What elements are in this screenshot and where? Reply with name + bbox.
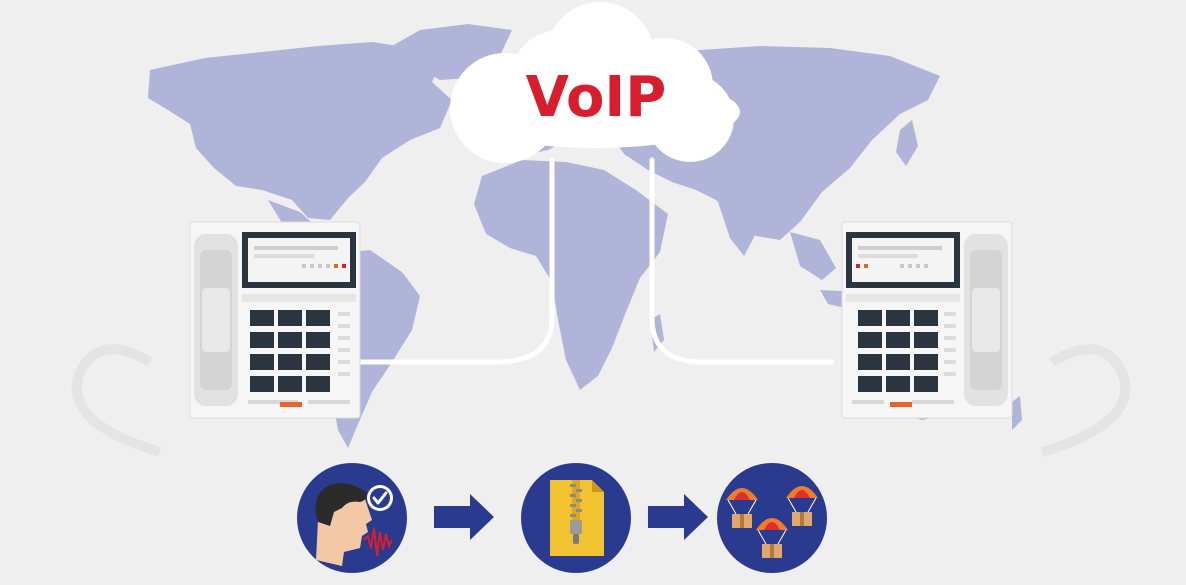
cloud-icon: VoIP [450,2,740,163]
handset-right [964,234,1008,406]
map-southeast-asia [790,232,836,280]
parachute-2 [786,486,818,526]
keypad-left [250,310,330,392]
network-cables [357,157,835,365]
parachute-3 [756,518,788,558]
map-new-zealand [1012,396,1022,430]
voice-wave [363,527,393,557]
desk-telephone-icon-left [71,221,361,457]
map-africa [474,160,668,390]
status-led-left [280,402,302,407]
map-north-america [148,42,452,220]
status-led-right [890,402,912,407]
keypad-right [858,310,938,392]
person-speaking-icon [297,463,407,573]
handset-left [194,234,238,406]
cloud-label: VoIP [526,65,667,130]
desk-telephone-icon-right [841,221,1131,457]
map-japan [896,120,918,166]
right-arrow-icon-2 [648,494,708,540]
map-india [716,196,760,256]
parachute-1 [726,488,758,528]
zip-archive-file-icon [521,463,631,573]
parachute-packages-icon [717,463,827,573]
check-icon [367,485,393,511]
cable-right [649,157,835,365]
cable-left [357,157,555,365]
right-arrow-icon-1 [434,494,494,540]
